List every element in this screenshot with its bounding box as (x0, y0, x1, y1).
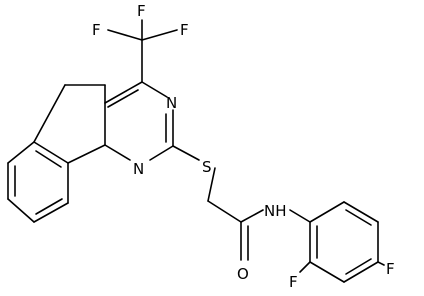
bond-n1-c10b (104, 144, 131, 161)
atom-n-lower: N (133, 160, 144, 178)
atom-n-amide: NH (264, 202, 287, 220)
bond-c4-n3 (141, 81, 168, 98)
bond-ar-c4-c5 (343, 261, 379, 283)
bond-ar-c1-c2 (309, 201, 345, 223)
bond-c8-c9 (7, 198, 35, 223)
bond-c2-s (172, 145, 200, 161)
bond-ar-c5-c6 (309, 261, 345, 283)
bond-ch2-co (207, 200, 242, 223)
atom-f-top-right: F (180, 21, 189, 39)
atom-n-upper: N (166, 94, 177, 112)
bond-c6-c6a (33, 84, 66, 143)
bond-nh-cipso (289, 209, 311, 223)
atom-f-top-mid: F (137, 2, 146, 20)
bond-s-ch2 (207, 167, 216, 202)
bond-ar-c4-c5-inner (345, 258, 372, 275)
atom-s-thio: S (202, 158, 212, 176)
bond-c9-c10 (33, 202, 69, 223)
bond-cf3-f-left (107, 29, 143, 41)
atom-labels: F F F N N S NH O F F (92, 2, 395, 291)
atom-f-top-left: F (92, 21, 101, 39)
bond-c4-c4a (104, 81, 143, 104)
bond-c9-c10-inner (35, 198, 63, 215)
bond-cf3-f-right (141, 29, 178, 41)
bond-c4-c4a-inner (107, 89, 139, 108)
bond-c6a-c7 (7, 141, 35, 164)
bond-c2-n1 (149, 145, 174, 161)
atom-f-ring-right: F (386, 260, 395, 278)
bond-lines (7, 19, 385, 283)
bond-c10a-c6a-inner (35, 150, 62, 168)
bond-co-nh (240, 209, 264, 223)
atom-o-carbonyl: O (237, 265, 249, 283)
bond-ar-c4-f (377, 261, 385, 266)
atom-f-ring-left: F (289, 273, 298, 291)
bond-c10a-c10b (67, 144, 106, 164)
bond-c10a-c6a (33, 141, 69, 164)
bond-ar-c6-f (299, 261, 311, 273)
bond-ar-c2-c3 (343, 201, 379, 223)
bond-ar-c2-c3-inner (345, 209, 372, 226)
